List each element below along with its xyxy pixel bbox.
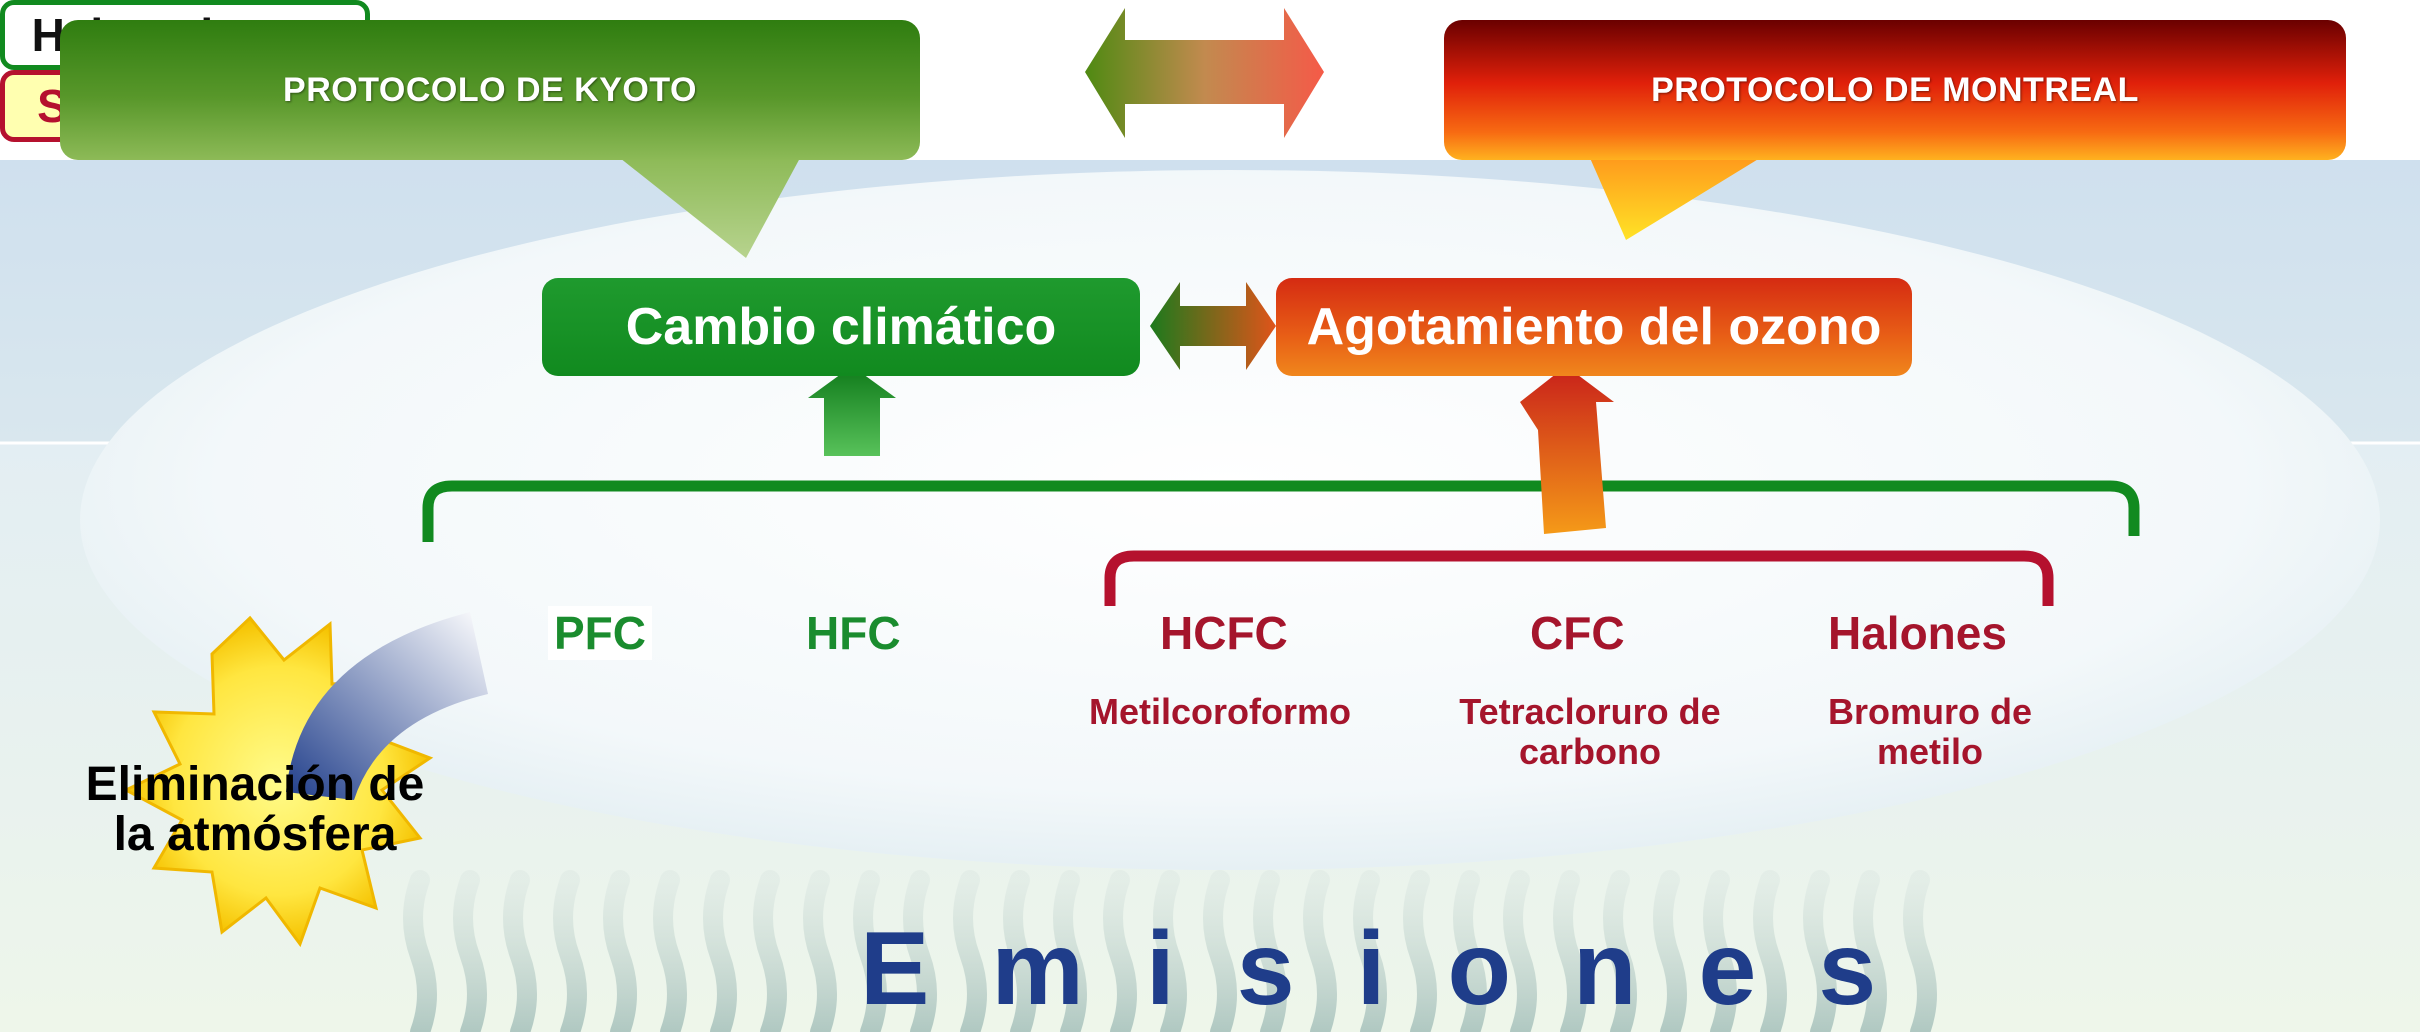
halocarbons-bracket	[422, 480, 2140, 542]
sao-bracket	[1104, 550, 2054, 606]
climate-change-box: Cambio climático	[542, 278, 1140, 376]
gas-pfc: PFC	[548, 606, 652, 660]
gas-hcfc: HCFC	[1160, 607, 1288, 659]
removal-label: Eliminación de la atmósfera	[85, 758, 425, 861]
gas-halones: Halones	[1828, 607, 2007, 659]
climate-change-label: Cambio climático	[625, 298, 1057, 356]
kyoto-protocol-box: PROTOCOLO DE KYOTO	[60, 20, 920, 160]
protocols-double-arrow-icon	[1085, 8, 1324, 138]
climate-up-arrow-icon	[808, 366, 896, 456]
kyoto-protocol-label: PROTOCOLO DE KYOTO	[283, 70, 697, 109]
montreal-protocol-label: PROTOCOLO DE MONTREAL	[1651, 70, 2139, 109]
emissions-label: Emisiones	[860, 911, 1939, 1027]
emission-waves	[403, 870, 1937, 1032]
gas-hfc: HFC	[806, 607, 901, 659]
effects-double-arrow-icon	[1150, 282, 1276, 370]
example-hcfc: Metilcoroformo	[1088, 691, 1351, 732]
montreal-bubble-tail	[1590, 158, 1760, 240]
removal-swoosh-icon	[286, 612, 488, 800]
kyoto-bubble-tail	[620, 158, 800, 258]
ozone-depletion-box: Agotamiento del ozono	[1276, 278, 1912, 376]
example-cfc: Tetracloruro de carbono	[1459, 691, 1721, 772]
example-halones: Bromuro de metilo	[1827, 691, 2032, 772]
ozone-depletion-label: Agotamiento del ozono	[1306, 298, 1882, 356]
montreal-protocol-box: PROTOCOLO DE MONTREAL	[1444, 20, 2346, 160]
ozone-up-arrow-icon	[1520, 366, 1614, 534]
gas-cfc: CFC	[1530, 607, 1625, 659]
